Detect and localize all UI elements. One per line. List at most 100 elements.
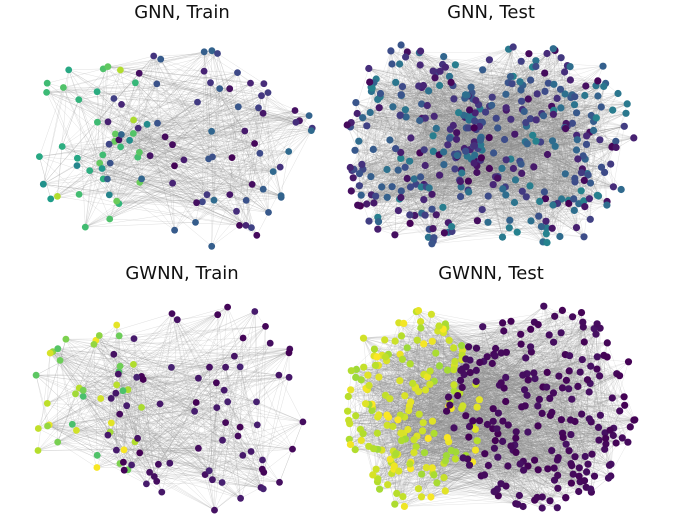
graph-edge	[50, 352, 170, 464]
graph-edge	[39, 156, 80, 195]
graph-node	[498, 164, 506, 172]
graph-node	[523, 140, 531, 148]
graph-edge	[246, 200, 257, 236]
graph-edge	[107, 343, 271, 436]
graph-edge	[359, 146, 613, 186]
graph-edge	[373, 202, 396, 235]
graph-edge	[508, 49, 521, 162]
graph-edge	[368, 68, 585, 96]
graph-edge	[136, 377, 217, 408]
graph-node	[387, 47, 395, 55]
graph-node	[54, 193, 61, 200]
graph-edge	[394, 222, 489, 235]
graph-edge	[68, 68, 104, 71]
graph-edge	[353, 94, 573, 170]
graph-edge	[76, 376, 142, 431]
graph-node	[527, 217, 535, 225]
graph-node	[275, 371, 283, 379]
graph-node	[494, 124, 502, 132]
graph-edge	[89, 170, 264, 190]
graph-edge	[398, 82, 452, 171]
graph-edge	[107, 66, 196, 223]
graph-edge	[377, 93, 619, 100]
graph-edge	[206, 189, 264, 195]
graph-edge	[401, 123, 573, 192]
graph-edge	[68, 69, 213, 158]
graph-edge	[443, 164, 575, 179]
graph-node	[366, 108, 374, 117]
graph-edge	[85, 130, 312, 228]
graph-edge	[109, 130, 245, 220]
graph-edge	[409, 51, 421, 224]
graph-edge	[46, 83, 157, 93]
graph-edge	[72, 424, 215, 511]
graph-edge	[257, 326, 266, 425]
graph-edge	[351, 139, 457, 171]
graph-edge	[371, 87, 540, 202]
graph-edge	[511, 83, 521, 162]
graph-node	[251, 140, 258, 147]
graph-edge	[160, 59, 247, 201]
graph-edge	[410, 154, 475, 188]
graph-edge	[121, 115, 310, 135]
graph-edge	[102, 55, 154, 155]
graph-edge	[43, 184, 237, 212]
graph-edge	[357, 94, 402, 206]
graph-edge	[529, 155, 584, 187]
graph-edge	[418, 76, 514, 87]
graph-edge	[493, 184, 544, 242]
graph-edge	[157, 123, 213, 158]
graph-edge	[434, 116, 568, 127]
graph-edge	[137, 435, 239, 439]
graph-edge	[481, 149, 602, 168]
graph-node	[440, 229, 448, 237]
graph-edge	[351, 98, 529, 123]
graph-edge	[50, 352, 137, 378]
graph-edge	[118, 371, 210, 471]
edges	[39, 50, 313, 247]
graph-edge	[110, 162, 264, 190]
graph-edge	[49, 407, 217, 426]
graph-edge	[453, 98, 466, 152]
graph-edge	[377, 172, 582, 230]
graph-node	[590, 126, 598, 135]
graph-node	[532, 137, 540, 145]
graph-edge	[420, 51, 445, 165]
graph-edge	[133, 119, 312, 131]
graph-edge	[427, 105, 490, 138]
graph-node	[430, 112, 438, 120]
graph-edge	[593, 121, 614, 187]
graph-edge	[354, 150, 429, 238]
graph-edge	[360, 85, 424, 206]
graph-node	[506, 216, 514, 224]
graph-edge	[111, 367, 226, 399]
graph-node	[488, 93, 496, 101]
graph-edge	[250, 82, 297, 123]
graph-node	[596, 136, 604, 144]
graph-node	[470, 124, 478, 132]
graph-node	[118, 101, 125, 108]
graph-edge	[52, 351, 124, 463]
graph-node	[213, 404, 221, 411]
graph-node	[447, 78, 455, 86]
graph-edge	[557, 65, 568, 204]
graph-node	[75, 96, 83, 103]
graph-edge	[476, 86, 604, 173]
graph-edge	[347, 124, 420, 154]
graph-edge	[261, 95, 310, 116]
graph-edge	[475, 46, 514, 113]
graph-node	[216, 85, 224, 92]
graph-edge	[99, 83, 157, 164]
graph-edge	[377, 50, 556, 230]
graph-edge	[375, 196, 584, 202]
graph-edge	[497, 176, 576, 183]
graph-edge	[401, 66, 604, 95]
graph-edge	[431, 85, 597, 244]
graph-node	[543, 150, 552, 159]
graph-edge	[439, 71, 481, 145]
graph-edge	[401, 44, 542, 227]
graph-edge	[129, 50, 213, 141]
graph-edge	[52, 351, 157, 482]
graph-edge	[415, 176, 496, 185]
graph-edge	[156, 463, 170, 482]
